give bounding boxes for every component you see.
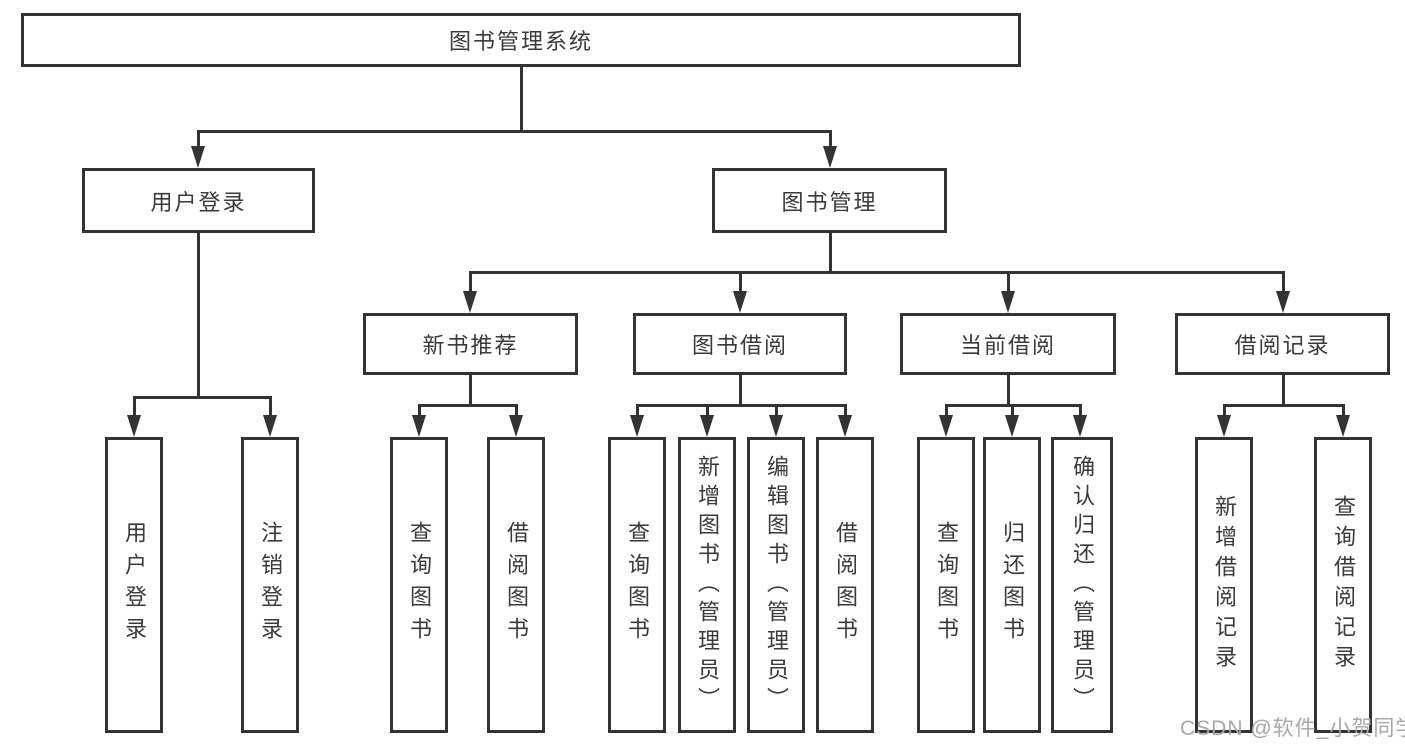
connector-line-vertical bbox=[828, 130, 832, 152]
leaf-logout: 注销登录 bbox=[241, 437, 299, 733]
connector-line-vertical bbox=[1281, 375, 1285, 407]
leaf-confirm-return-admin: 确认归还（管理员） bbox=[1051, 437, 1113, 733]
connector-line-vertical bbox=[1281, 271, 1285, 297]
arrowhead-down-icon bbox=[190, 146, 205, 168]
leaf-label: 归还图书 bbox=[1000, 521, 1025, 649]
connector-rail-horizontal bbox=[945, 404, 1082, 407]
connector-rail-horizontal bbox=[418, 404, 517, 407]
node-label: 图书管理系统 bbox=[448, 29, 593, 54]
connector-line-vertical bbox=[468, 271, 472, 297]
arrowhead-down-icon bbox=[1072, 415, 1087, 437]
leaf-label: 借阅图书 bbox=[833, 521, 858, 649]
arrowhead-down-icon bbox=[1216, 415, 1231, 437]
leaf-query-books-borrow: 查询图书 bbox=[608, 437, 666, 733]
leaf-add-books-admin: 新增图书（管理员） bbox=[678, 437, 736, 733]
arrowhead-down-icon bbox=[629, 415, 644, 437]
arrowhead-down-icon bbox=[508, 415, 523, 437]
connector-line-vertical bbox=[774, 404, 778, 421]
arrowhead-down-icon bbox=[768, 415, 783, 437]
leaf-label: 编辑图书（管理员） bbox=[764, 454, 789, 716]
node-user-login: 用户登录 bbox=[82, 168, 315, 233]
connector-line-vertical bbox=[738, 271, 742, 297]
connector-line-vertical bbox=[132, 396, 136, 421]
connector-line-vertical bbox=[1222, 404, 1226, 421]
leaf-return-books: 归还图书 bbox=[983, 437, 1041, 733]
connector-line-vertical bbox=[1006, 271, 1010, 297]
arrowhead-down-icon bbox=[938, 415, 953, 437]
connector-line-vertical bbox=[738, 375, 742, 407]
arrowhead-down-icon bbox=[126, 415, 141, 437]
leaf-user-login: 用户登录 bbox=[105, 437, 163, 733]
arrowhead-down-icon bbox=[411, 415, 426, 437]
node-current-borrow: 当前借阅 bbox=[900, 313, 1116, 375]
connector-line-vertical bbox=[843, 404, 847, 421]
leaf-borrow-books-recommend: 借阅图书 bbox=[487, 437, 545, 733]
node-book-management: 图书管理 bbox=[712, 168, 947, 233]
leaf-query-books-recommend: 查询图书 bbox=[390, 437, 448, 733]
node-book-borrow: 图书借阅 bbox=[633, 313, 847, 375]
connector-line-vertical bbox=[196, 130, 200, 152]
connector-rail-horizontal bbox=[197, 130, 832, 133]
arrowhead-down-icon bbox=[699, 415, 714, 437]
arrowhead-down-icon bbox=[822, 146, 837, 168]
leaf-label: 查询借阅记录 bbox=[1331, 495, 1356, 675]
connector-line-vertical bbox=[1010, 404, 1014, 421]
connector-line-vertical bbox=[705, 404, 709, 421]
leaf-label: 注销登录 bbox=[258, 521, 283, 649]
leaf-label: 查询图书 bbox=[934, 521, 959, 649]
connector-rail-horizontal bbox=[636, 404, 846, 407]
arrowhead-down-icon bbox=[1000, 291, 1015, 313]
arrowhead-down-icon bbox=[732, 291, 747, 313]
node-label: 用户登录 bbox=[150, 189, 247, 215]
connector-line-vertical bbox=[1341, 404, 1345, 421]
arrowhead-down-icon bbox=[262, 415, 277, 437]
leaf-label: 查询图书 bbox=[407, 521, 432, 649]
arrowhead-down-icon bbox=[1004, 415, 1019, 437]
arrowhead-down-icon bbox=[837, 415, 852, 437]
connector-line-vertical bbox=[1078, 404, 1082, 421]
connector-rail-horizontal bbox=[1223, 404, 1345, 407]
node-label: 新书推荐 bbox=[422, 333, 519, 358]
connector-line-vertical bbox=[1006, 375, 1010, 407]
arrowhead-down-icon bbox=[1275, 291, 1290, 313]
leaf-label: 用户登录 bbox=[122, 521, 147, 649]
leaf-label: 新增借阅记录 bbox=[1212, 495, 1237, 675]
node-new-book-recommend: 新书推荐 bbox=[363, 313, 578, 375]
csdn-watermark: CSDN @软件_小贺同学 bbox=[1180, 717, 1405, 740]
leaf-label: 借阅图书 bbox=[504, 521, 529, 649]
connector-rail-horizontal bbox=[133, 396, 272, 399]
connector-line-vertical bbox=[196, 233, 200, 399]
node-label: 借阅记录 bbox=[1234, 333, 1331, 358]
connector-line-vertical bbox=[514, 404, 518, 421]
connector-line-vertical bbox=[828, 233, 832, 274]
node-borrow-records: 借阅记录 bbox=[1175, 313, 1390, 375]
arrowhead-down-icon bbox=[462, 291, 477, 313]
connector-line-vertical bbox=[519, 67, 523, 132]
leaf-borrow-books: 借阅图书 bbox=[816, 437, 874, 733]
node-label: 当前借阅 bbox=[959, 333, 1056, 358]
connector-line-vertical bbox=[268, 396, 272, 421]
leaf-edit-books-admin: 编辑图书（管理员） bbox=[747, 437, 805, 733]
leaf-query-books-current: 查询图书 bbox=[917, 437, 975, 733]
arrowhead-down-icon bbox=[1335, 415, 1350, 437]
node-library-management-system: 图书管理系统 bbox=[21, 13, 1021, 67]
connector-line-vertical bbox=[417, 404, 421, 421]
node-label: 图书借阅 bbox=[691, 333, 788, 358]
leaf-query-borrow-record: 查询借阅记录 bbox=[1314, 437, 1372, 733]
connector-line-vertical bbox=[635, 404, 639, 421]
leaf-label: 确认归还（管理员） bbox=[1070, 454, 1095, 716]
leaf-label: 查询图书 bbox=[625, 521, 650, 649]
leaf-add-borrow-record: 新增借阅记录 bbox=[1195, 437, 1253, 733]
connector-rail-horizontal bbox=[469, 271, 1285, 274]
node-label: 图书管理 bbox=[781, 189, 878, 215]
leaf-label: 新增图书（管理员） bbox=[695, 454, 720, 716]
connector-line-vertical bbox=[944, 404, 948, 421]
connector-line-vertical bbox=[468, 375, 472, 407]
